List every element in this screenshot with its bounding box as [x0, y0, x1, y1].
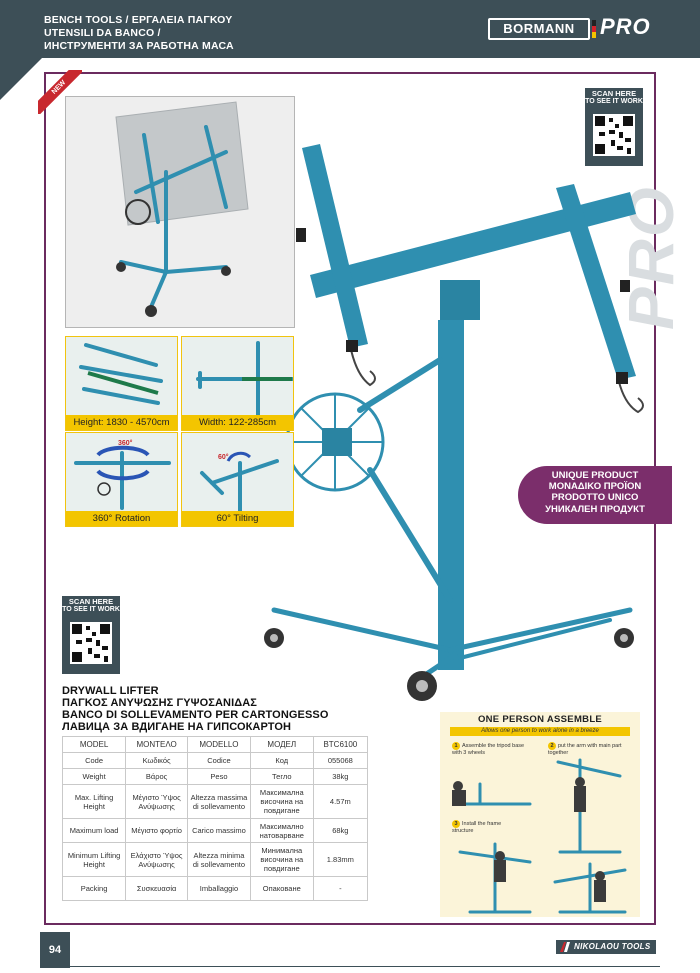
table-cell: Max. Lifting Height [61, 784, 127, 819]
product-title-bg: ЛАВИЦА ЗА ВДИГАНЕ НА ГИПСОКАРТОН [62, 721, 292, 733]
table-cell: Altezza minima di sollevamento [187, 842, 251, 877]
table-cell: Тегло [249, 768, 314, 785]
product-title-en: DRYWALL LIFTER [62, 685, 159, 697]
table-cell: Code [61, 752, 127, 769]
unique-bg: УНИКАЛЕН ПРОДУКТ [545, 503, 645, 515]
table-header: BTC6100 [312, 736, 369, 753]
table-cell: Опаковане [249, 876, 314, 901]
table-cell: Μέγιστο φορτίο [125, 818, 189, 843]
unique-el: ΜΟΝΑΔΙΚΟ ΠΡΟΪΟΝ [548, 481, 642, 493]
flag-icon [592, 20, 596, 38]
table-cell: Βάρος [125, 768, 189, 785]
footer-divider [70, 966, 660, 967]
category-line-1: BENCH TOOLS / ΕΡΓΑΛΕΙΑ ΠΑΓΚΟΥ [44, 14, 233, 26]
table-cell: Imballaggio [187, 876, 251, 901]
assembly-subtitle: Allows one person to work alone in a bre… [450, 727, 630, 736]
table-cell: Maximum load [61, 818, 127, 843]
table-cell: Minimum Lifting Height [61, 842, 127, 877]
tilt-icon: 60° [200, 451, 279, 513]
nikolaou-mark-icon [560, 942, 570, 952]
header-corner-decoration [0, 58, 42, 100]
unique-product-badge: UNIQUE PRODUCT ΜΟΝΑΔΙΚΟ ΠΡΟΪΟΝ PRODOTTO … [518, 466, 672, 524]
table-cell: Carico massimo [187, 818, 251, 843]
feature-label-tilt: 60° Tilting [182, 511, 293, 526]
table-cell: 055068 [312, 752, 369, 769]
assembly-instructions: ONE PERSON ASSEMBLE Allows one person to… [440, 712, 640, 917]
table-cell: Μέγιστο Ύψος Ανύψωσης [125, 784, 189, 819]
table-cell: Максимална височина на повдигане [249, 784, 314, 819]
qr-subtitle: TO SEE IT WORK [62, 606, 120, 613]
unique-en: UNIQUE PRODUCT [551, 470, 639, 481]
table-cell: Ελάχιστο Ύψος Ανύψωσης [125, 842, 189, 877]
feature-tile-width: Width: 122-285cm [181, 336, 294, 431]
brand-suffix: PRO [600, 14, 651, 39]
bormann-pro-logo: BORMANN PRO [488, 14, 656, 43]
company-name: NIKOLAOU TOOLS [574, 942, 651, 951]
table-cell: 38kg [312, 768, 369, 785]
tilt-marker: 60° [218, 453, 229, 461]
table-cell: Συσκευασία [125, 876, 189, 901]
table-header: MODELLO [187, 736, 251, 753]
product-photo [65, 96, 295, 328]
feature-label-rotation: 360° Rotation [66, 511, 177, 526]
table-header: MODEL [61, 736, 127, 753]
table-cell: Максимално натоварване [249, 818, 314, 843]
qr-title: SCAN HERE [68, 597, 114, 606]
table-cell: Packing [61, 876, 127, 901]
table-cell: Codice [187, 752, 251, 769]
product-title-it: BANCO DI SOLLEVAMENTO PER CARTONGESSO [62, 709, 329, 721]
table-header: ΜΟΝΤΕΛΟ [125, 736, 189, 753]
product-title-el: ΠΑΓΚΟΣ ΑΝΥΨΩΣΗΣ ΓΥΨΟΣΑΝΙΔΑΣ [62, 697, 257, 709]
nikolaou-tools-logo: NIKOLAOU TOOLS [556, 940, 656, 954]
assembly-figures [452, 758, 627, 914]
table-cell: Κωδικός [125, 752, 189, 769]
page-header [0, 0, 700, 58]
spec-table: MODEL ΜΟΝΤΕΛΟ MODELLO МОДЕЛ BTC6100 Code… [61, 736, 369, 901]
qr-subtitle: TO SEE IT WORK [585, 98, 643, 105]
assembly-title: ONE PERSON ASSEMBLE [477, 714, 603, 725]
table-cell: Peso [187, 768, 251, 785]
rotation-icon: 360° [74, 439, 171, 510]
table-cell: Код [249, 752, 314, 769]
lifter-with-board-photo [115, 101, 249, 317]
qr-title: SCAN HERE [591, 89, 637, 98]
table-cell: - [312, 876, 369, 901]
unique-it: PRODOTTO UNICO [551, 492, 639, 504]
table-cell: 68kg [312, 818, 369, 843]
feature-label-height: Height: 1830 - 4570cm [66, 415, 177, 430]
drywall-lifter-illustration [264, 144, 644, 701]
table-header: МОДЕЛ [249, 736, 314, 753]
height-adjust-icon [79, 343, 163, 405]
width-adjust-icon [196, 341, 293, 417]
feature-tile-rotation: 360° 360° Rotation [65, 432, 178, 527]
qr-code-icon [62, 616, 120, 674]
feature-label-width: Width: 122-285cm [182, 415, 293, 430]
feature-tile-tilt: 60° 60° Tilting [181, 432, 294, 527]
page-number: 94 [40, 932, 70, 968]
category-line-3: ИНСТРУМЕНТИ ЗА РАБОТНА МАСА [44, 40, 234, 52]
table-cell: 1.83mm [312, 842, 369, 877]
feature-tile-height: Height: 1830 - 4570cm [65, 336, 178, 431]
table-cell: Weight [61, 768, 127, 785]
qr-code-icon [585, 108, 643, 166]
table-cell: 4.57m [312, 784, 369, 819]
table-header-row: MODEL ΜΟΝΤΕΛΟ MODELLO МОДЕЛ BTC6100 [61, 736, 369, 753]
table-cell: Минимална височина на повдигане [249, 842, 314, 877]
table-cell: Altezza massima di sollevamento [187, 784, 251, 819]
rotation-marker: 360° [118, 439, 133, 447]
category-line-2: UTENSILI DA BANCO / [44, 27, 161, 39]
brand-name: BORMANN [488, 18, 590, 40]
